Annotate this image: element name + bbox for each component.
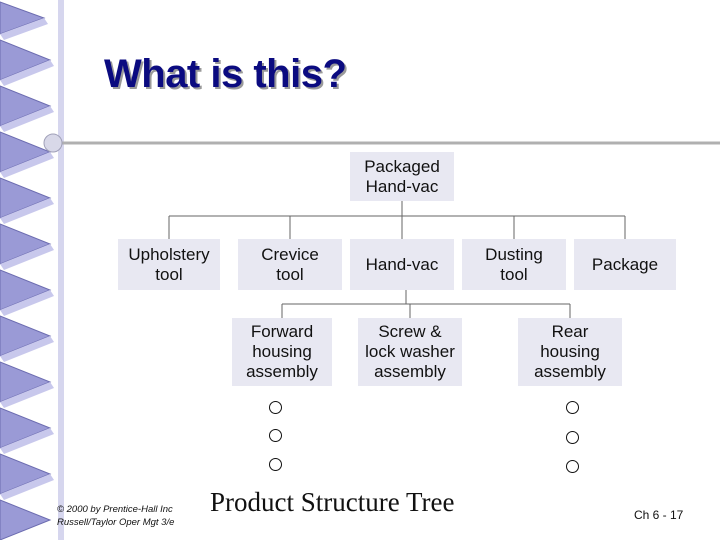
continuation-circle <box>566 431 579 444</box>
continuation-circle <box>269 401 282 414</box>
continuation-circle <box>269 429 282 442</box>
node-rear-housing-assembly: Rear housing assembly <box>518 318 622 386</box>
continuation-circle <box>269 458 282 471</box>
continuation-circle <box>566 401 579 414</box>
continuation-circle <box>566 460 579 473</box>
copyright-notice: © 2000 by Prentice-Hall Inc Russell/Tayl… <box>57 503 174 529</box>
node-package: Package <box>574 239 676 290</box>
node-packaged-hand-vac: Packaged Hand-vac <box>350 152 454 201</box>
node-dusting-tool: Dusting tool <box>462 239 566 290</box>
slide-title: What is this? <box>104 52 347 96</box>
copyright-line: © 2000 by Prentice-Hall Inc <box>57 504 173 515</box>
copyright-line: Russell/Taylor Oper Mgt 3/e <box>57 517 175 528</box>
node-screw-lock-washer-assembly: Screw & lock washer assembly <box>358 318 462 386</box>
diagram-caption: Product Structure Tree <box>210 487 455 517</box>
tree-connectors <box>168 201 626 318</box>
node-hand-vac: Hand-vac <box>350 239 454 290</box>
page-number: Ch 6 - 17 <box>634 508 684 522</box>
node-crevice-tool: Crevice tool <box>238 239 342 290</box>
node-upholstery-tool: Upholstery tool <box>118 239 220 290</box>
node-forward-housing-assembly: Forward housing assembly <box>232 318 332 386</box>
